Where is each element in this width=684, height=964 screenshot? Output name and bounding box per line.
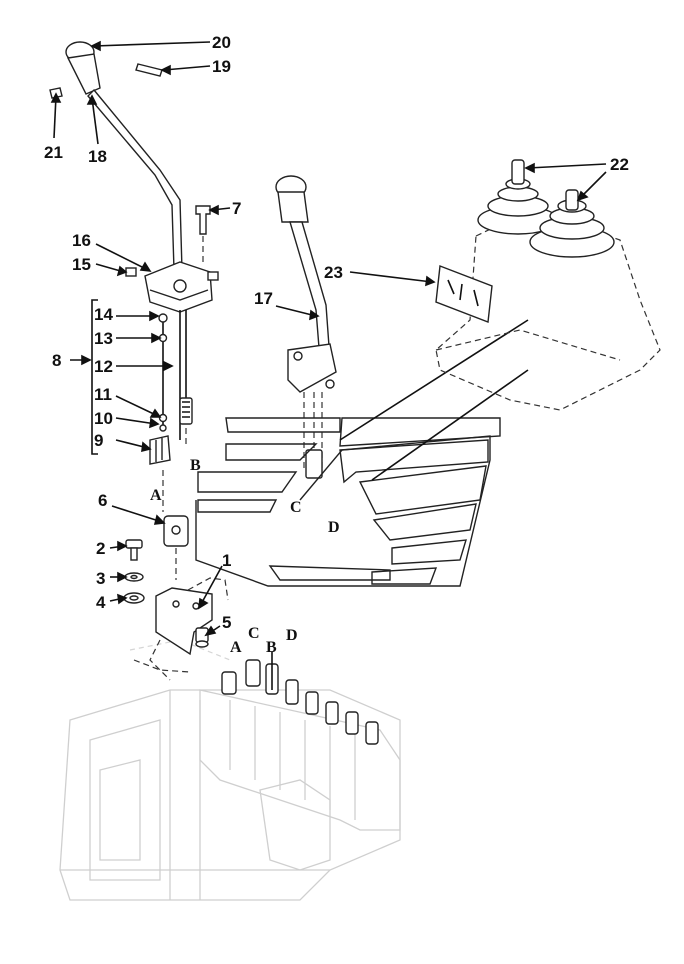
- callout-17: 17: [254, 289, 273, 308]
- callout-19: 19: [212, 57, 231, 76]
- background-frame: [59, 639, 401, 901]
- connection-label-d-mid: D: [328, 519, 340, 536]
- connection-label-c-mid: C: [290, 499, 302, 516]
- callout-12: 12: [94, 357, 113, 376]
- callout-4: 4: [96, 593, 106, 612]
- callout-13: 13: [94, 329, 113, 348]
- callout-20: 20: [212, 33, 231, 52]
- rear-shroud: [435, 159, 661, 411]
- valve-label-d: D: [286, 627, 298, 644]
- valve-label-c: C: [248, 625, 260, 642]
- callout-9: 9: [94, 431, 103, 450]
- console-panel: [195, 319, 529, 587]
- callout-21: 21: [44, 143, 63, 162]
- callout-15: 15: [72, 255, 91, 274]
- linkage-rod-set: [91, 299, 193, 512]
- lower-linkage-mount: [123, 515, 229, 681]
- left-control-lever: [49, 41, 219, 313]
- valve-label-a: A: [230, 639, 242, 656]
- callout-6: 6: [98, 491, 107, 510]
- callout-18: 18: [88, 147, 107, 166]
- leader-lines: [50, 40, 607, 637]
- connection-label-a-upper: A: [150, 487, 162, 504]
- callout-2: 2: [96, 539, 105, 558]
- callout-7: 7: [232, 199, 241, 218]
- callout-3: 3: [96, 569, 105, 588]
- connection-label-b-upper: B: [190, 457, 201, 474]
- callout-14: 14: [94, 305, 113, 324]
- callout-11: 11: [94, 385, 112, 404]
- callout-1: 1: [222, 551, 231, 570]
- callout-labels: 20 19 21 18 7 16 15 14 13 8 12 11 10 9 6…: [44, 33, 629, 656]
- callout-8: 8: [52, 351, 61, 370]
- callout-23: 23: [324, 263, 343, 282]
- callout-22: 22: [610, 155, 629, 174]
- callout-10: 10: [94, 409, 113, 428]
- valve-bank: [199, 652, 401, 831]
- valve-label-b: B: [266, 639, 277, 656]
- callout-16: 16: [72, 231, 91, 250]
- callout-5: 5: [222, 613, 231, 632]
- right-control-lever: [275, 175, 337, 479]
